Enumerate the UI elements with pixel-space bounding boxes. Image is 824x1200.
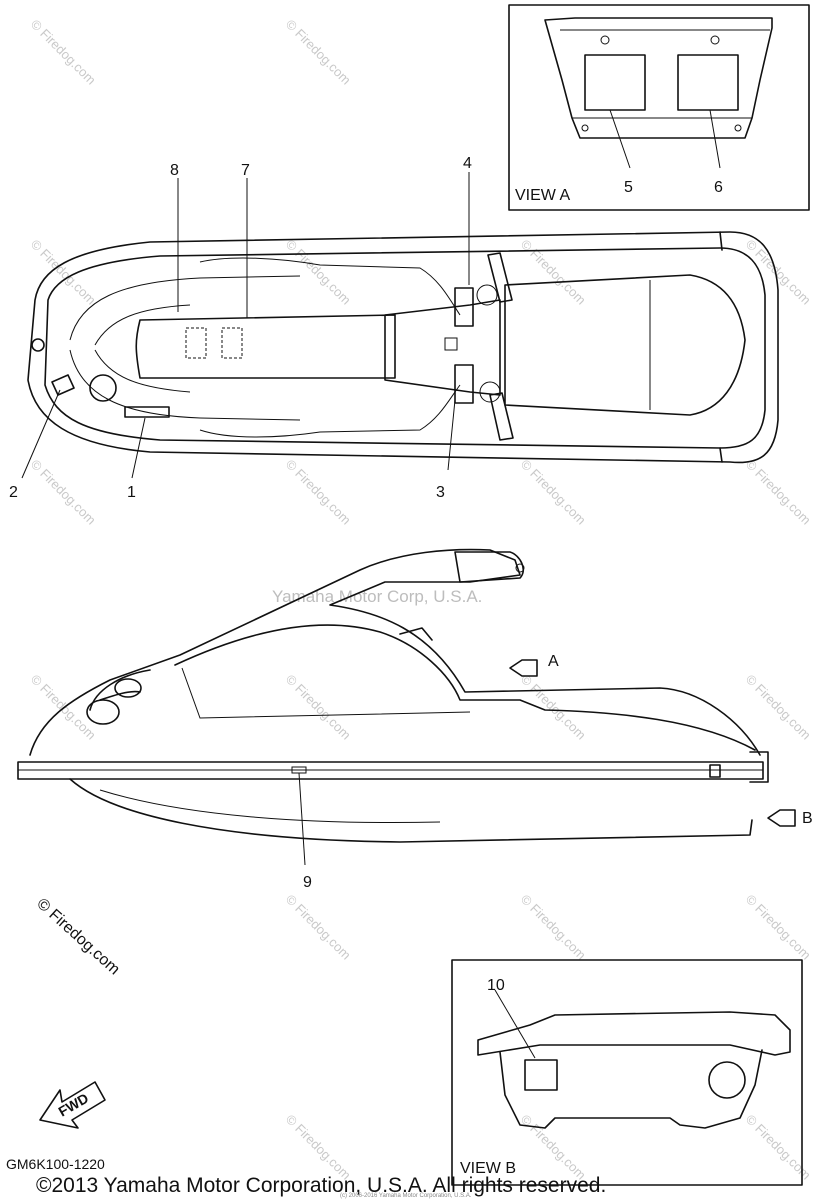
callout-5: 5: [624, 179, 633, 196]
watermark-center: Yamaha Motor Corp, U.S.A.: [272, 587, 482, 606]
watermark: © Firedog.com: [743, 892, 814, 963]
side-view: 9 A B: [17, 548, 813, 891]
watermark: © Firedog.com: [518, 672, 589, 743]
callout-7: 7: [241, 162, 250, 179]
watermark: © Firedog.com: [743, 672, 814, 743]
callout-6: 6: [714, 179, 723, 196]
watermark: © Firedog.com: [743, 457, 814, 528]
tiny-copyright: (c) 2006-2016 Yamaha Motor Corporation, …: [340, 1193, 472, 1199]
part-code: GM6K100-1220: [6, 1156, 105, 1172]
callout-1: 1: [127, 484, 136, 501]
watermark: © Firedog.com: [518, 1112, 589, 1183]
arrow-a-label: A: [548, 653, 559, 670]
watermark: © Firedog.com: [283, 237, 354, 308]
watermark: © Firedog.com: [283, 672, 354, 743]
top-view: 8 7 4 3 2 1: [9, 155, 779, 501]
fwd-arrow: FWD: [39, 1081, 106, 1129]
watermark: © Firedog.com: [518, 457, 589, 528]
callout-4: 4: [463, 155, 472, 172]
watermark: © Firedog.com: [283, 892, 354, 963]
callout-10: 10: [487, 977, 505, 994]
view-b-label: VIEW B: [460, 1160, 516, 1177]
view-a-arrow: [509, 659, 538, 677]
arrow-b-label: B: [802, 810, 813, 827]
watermark: © Firedog.com: [743, 1112, 814, 1183]
watermark: © Firedog.com: [283, 17, 354, 88]
watermarks: © Firedog.com © Firedog.com © Firedog.co…: [28, 17, 814, 1183]
callout-9: 9: [303, 874, 312, 891]
view-b-arrow: [767, 809, 796, 827]
view-a-panel: VIEW A 5 6: [508, 4, 810, 211]
watermark: © Firedog.com: [518, 892, 589, 963]
callout-3: 3: [436, 484, 445, 501]
watermark: © Firedog.com: [28, 237, 99, 308]
watermark: © Firedog.com: [28, 17, 99, 88]
firedog-watermark: © Firedog.com: [33, 895, 123, 978]
copyright: ©2013 Yamaha Motor Corporation, U.S.A. A…: [36, 1174, 606, 1197]
view-a-label: VIEW A: [515, 187, 570, 204]
watermark: © Firedog.com: [28, 457, 99, 528]
view-b-panel: 10 VIEW B: [451, 959, 803, 1186]
watermark: © Firedog.com: [283, 457, 354, 528]
watermark: © Firedog.com: [518, 237, 589, 308]
callout-2: 2: [9, 484, 18, 501]
watermark: © Firedog.com: [283, 1112, 354, 1183]
callout-8: 8: [170, 162, 179, 179]
